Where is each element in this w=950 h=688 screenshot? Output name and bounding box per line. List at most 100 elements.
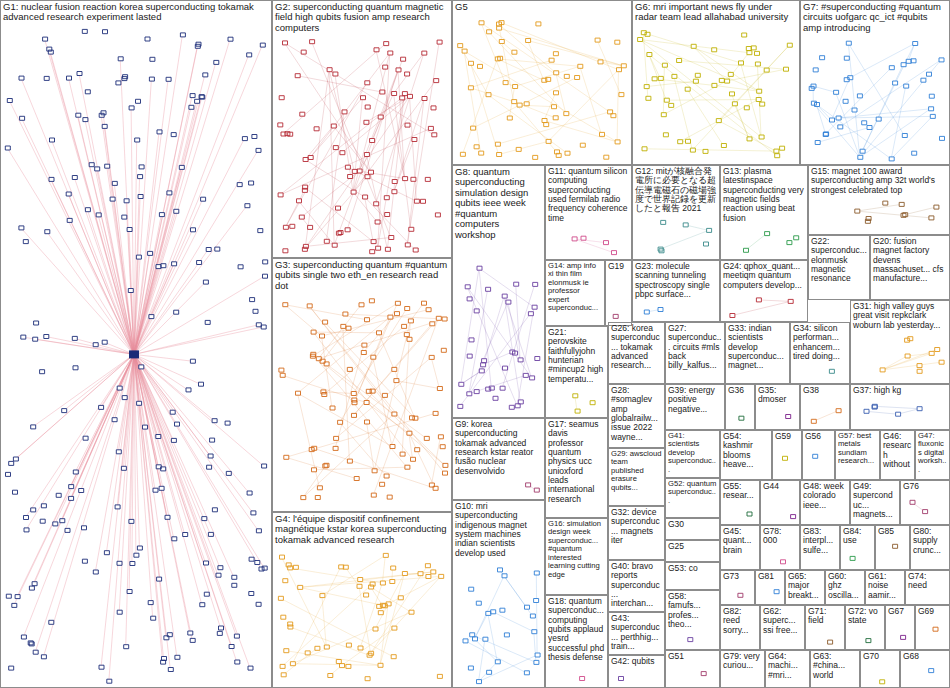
group-label: G28: #somaglev amp globalrailw... issue … [609, 385, 664, 443]
user-nodes [658, 220, 712, 252]
group-box: G73 [720, 570, 755, 605]
group-label: G39: energy positive negative... [666, 385, 724, 415]
group-box: G6: mri important news fly under radar t… [632, 0, 800, 165]
group-label: G23: molecule scanning tunneling spectro… [633, 261, 719, 300]
group-label: G63: #china... world [811, 651, 859, 681]
group-label: G72: vo state [846, 606, 884, 627]
group-box: G67 [885, 605, 915, 650]
group-box: G68 [900, 650, 950, 688]
group-label: G76 [901, 481, 949, 492]
group-label: G58: famufs... profes... theo... [666, 591, 719, 630]
group-box: G5 [452, 0, 632, 165]
group-box: G12: mitが核融合発電所に必要となる超伝導電磁石の磁場強度で世界記録を更新… [632, 165, 720, 260]
group-label: G22: superconduc... elonmusk magnetic re… [809, 236, 869, 285]
group-box: G51 [665, 650, 720, 688]
group-label: G85 [876, 526, 909, 537]
group-label: G8: quantum superconducting simulation d… [453, 166, 544, 241]
user-nodes [910, 500, 928, 513]
group-label: G25 [666, 541, 719, 552]
group-box: G35: dmoser [755, 384, 800, 430]
group-box: G22: superconduc... elonmusk magnetic re… [808, 235, 870, 300]
user-nodes [811, 409, 841, 424]
group-label: G48: week colorado ieee... [801, 481, 849, 511]
user-nodes [458, 21, 627, 160]
group-box: G9: korea superconducting tokamak advanc… [452, 418, 545, 500]
user-nodes [783, 456, 788, 460]
user-nodes [638, 31, 793, 158]
user-nodes [701, 672, 706, 676]
group-label: G34: silicon performan... enhancem... ti… [791, 323, 849, 362]
group-box: G40: bravo reports superconduc... interc… [608, 560, 665, 612]
group-label: G54: kashmir blooms heave... [721, 431, 771, 470]
group-box: G39: energy positive negative... [665, 384, 725, 430]
group-box: G85 [875, 525, 910, 570]
group-label: G16: simulation design week superconduc.… [546, 519, 607, 580]
user-nodes [730, 298, 793, 318]
user-nodes [572, 236, 616, 254]
group-label: G69 [916, 606, 949, 617]
hub-links [7, 35, 264, 681]
group-box: G15: magnet 100 award superconducting am… [808, 165, 950, 235]
group-label: G70 [861, 651, 899, 662]
group-label: G68 [901, 651, 949, 662]
group-box: G18: quantum superconduc... computing qu… [545, 595, 608, 688]
user-nodes [828, 640, 833, 644]
group-label: G67 [886, 606, 914, 617]
group-label: G37: high kg [851, 385, 949, 396]
group-box: G54: kashmir blooms heave... [720, 430, 772, 480]
group-label: G83: interpl... sulfe... [801, 526, 839, 556]
user-nodes [880, 337, 944, 374]
user-nodes [613, 314, 618, 318]
user-nodes [880, 680, 885, 684]
group-label: G21: perovskite faithfullyjohn hunterian… [546, 327, 607, 385]
user-nodes [619, 677, 624, 681]
group-label: G17: seamus davis professor quantum phys… [546, 419, 607, 505]
group-label: G5 [453, 1, 631, 13]
group-label: G43: superconduc... perthhig... train... [609, 613, 664, 652]
group-box: G49: superconduc... magnets... [850, 480, 900, 525]
group-box: G32: device superconduc... magnets iter [608, 506, 665, 560]
group-links [282, 303, 445, 497]
group-label: G1: nuclear fusion reaction korea superc… [1, 1, 271, 24]
group-label: G33: indian scientists develop supercond… [726, 323, 789, 372]
group-label: G29: awscloud team published erasure qub… [609, 449, 664, 493]
group-label: G20: fusion magnet factory devens massac… [871, 236, 949, 285]
group-label: G59 [773, 431, 801, 442]
group-box: G48: week colorado ieee... [800, 480, 850, 525]
group-box: G23: molecule scanning tunneling spectro… [632, 260, 720, 322]
group-label: G18: quantum superconduc... computing qu… [546, 596, 607, 663]
user-nodes [279, 299, 448, 500]
user-nodes [5, 29, 267, 683]
group-label: G30 [666, 519, 719, 530]
group-label: G82: reed sorry... [721, 606, 759, 636]
group-box: G82: reed sorry... [720, 605, 760, 650]
user-nodes [809, 41, 944, 161]
group-box: G4: l'équipe dispositif confinement magn… [272, 512, 452, 688]
group-label: G53: co [666, 563, 719, 574]
user-nodes [901, 635, 906, 639]
group-label: G14: amp info xi thin film elonmusk ie p… [546, 261, 604, 314]
user-nodes [864, 404, 922, 416]
group-label: G31: high valley guys great visit repkcl… [851, 301, 949, 331]
group-box: G65: major breakt... [785, 570, 825, 605]
group-box: G81 [755, 570, 785, 605]
group-label: G73 [721, 571, 754, 582]
user-nodes [688, 638, 693, 642]
group-box: G76 [900, 480, 950, 525]
group-box: G3: superconducting quantum #quantum qub… [272, 258, 452, 512]
user-nodes [526, 483, 540, 492]
group-box: G56 [802, 430, 835, 480]
group-box: G42: qubits [608, 655, 665, 688]
group-label: G7: #superconducting #quantum circuits u… [801, 1, 949, 34]
group-label: G81 [756, 571, 784, 582]
group-links [811, 43, 941, 159]
user-nodes [278, 40, 442, 254]
group-label: G13: plasma latestinspace superconductin… [721, 166, 807, 224]
group-box: G41: scientists develop superconduc... [665, 430, 720, 478]
user-nodes [850, 556, 855, 560]
group-label: G40: bravo reports superconduc... interc… [609, 561, 664, 610]
group-box: G43: superconduc... perthhig... train... [608, 612, 665, 655]
group-label: G4: l'équipe dispositif confinement magn… [273, 513, 451, 546]
group-label: G12: mitが核融合発電所に必要となる超伝導電磁石の磁場強度で世界記録を更新… [633, 166, 719, 215]
